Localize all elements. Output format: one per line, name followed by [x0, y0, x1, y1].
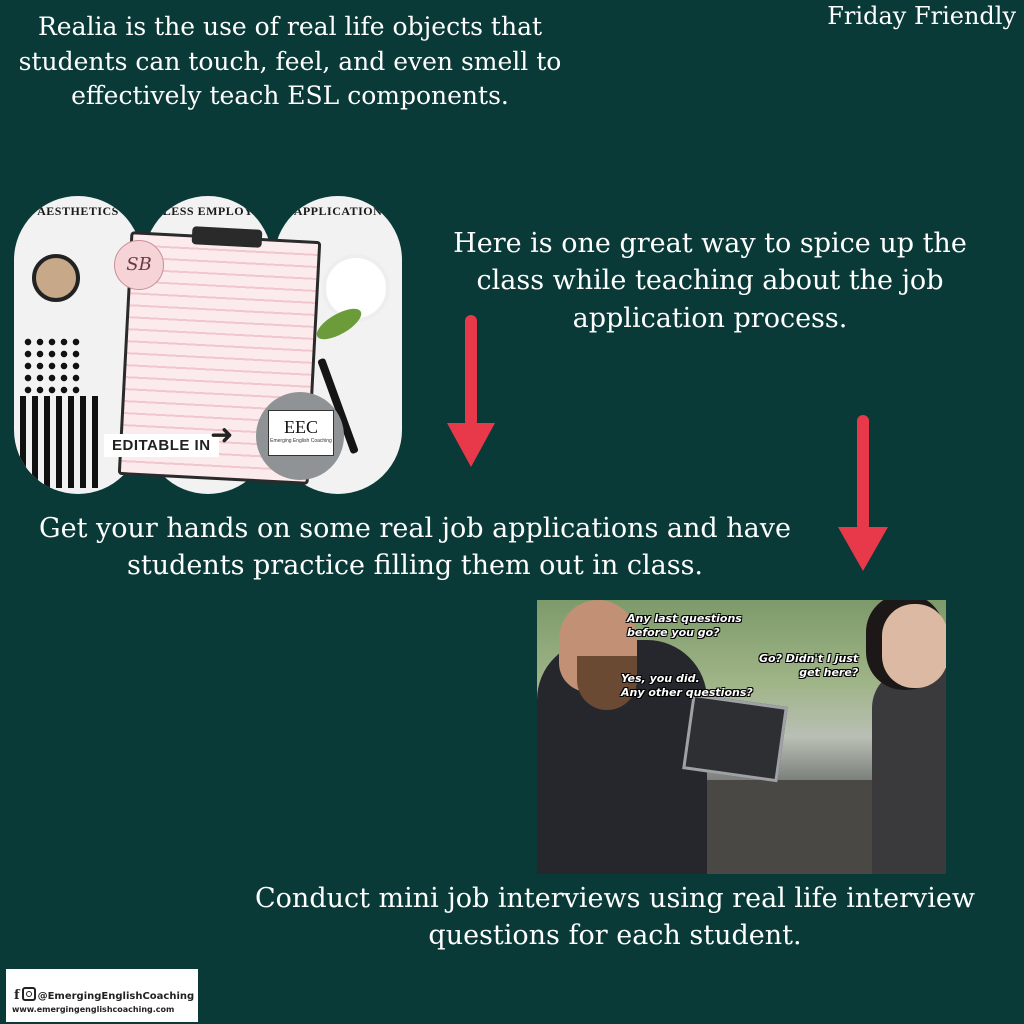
woman-head	[882, 604, 946, 688]
website-link[interactable]: www.emergingenglishcoaching.com	[12, 1005, 175, 1014]
woman-figure	[872, 668, 946, 874]
social-handle: @EmergingEnglishCoaching	[37, 991, 195, 1002]
sb-badge: SB	[114, 240, 164, 290]
arrow-right-icon: ➜	[210, 418, 234, 451]
instagram-icon	[21, 987, 36, 1001]
polka-dot-decoration	[22, 336, 82, 396]
clipboard-clip	[191, 226, 263, 248]
collage-panel-aesthetics: AESTHETICS	[14, 196, 142, 494]
collage-panel-title: APPLICATION	[293, 204, 383, 218]
laptop-icon	[682, 693, 788, 783]
footer-branding: f @EmergingEnglishCoaching www.emergingen…	[6, 969, 198, 1022]
intro-text: Realia is the use of real life objects t…	[18, 12, 562, 110]
striped-decoration	[20, 396, 100, 488]
collage-panel-title: LESS EMPLOY	[162, 204, 254, 218]
meme-caption-2: Go? Didn't I just get here?	[759, 652, 859, 679]
job-application-collage: AESTHETICS LESS EMPLOY APPLICATION SB ED…	[14, 196, 402, 494]
meme-caption-1: Any last questions before you go?	[627, 612, 742, 639]
logo-main: EEC	[284, 417, 318, 437]
social-handle-row[interactable]: f @EmergingEnglishCoaching	[14, 987, 194, 1003]
logo-sub: Emerging English Coaching	[270, 438, 332, 444]
hands-on-text: Get your hands on some real job applicat…	[39, 513, 791, 582]
interview-meme-photo: Any last questions before you go? Go? Di…	[537, 600, 946, 874]
collage-panel-title: AESTHETICS	[37, 204, 119, 218]
facebook-icon: f	[14, 988, 20, 1003]
eec-logo: EEC Emerging English Coaching	[268, 410, 334, 456]
arrow-down-icon	[838, 415, 888, 571]
series-tag: Friday Friendly	[827, 2, 1016, 30]
compact-mirror-icon	[32, 254, 80, 302]
spice-text: Here is one great way to spice up the cl…	[453, 228, 967, 334]
editable-in-label: EDITABLE IN	[104, 434, 219, 457]
arrow-down-icon	[447, 315, 495, 467]
meme-caption-3: Yes, you did. Any other questions?	[621, 672, 753, 699]
interview-text: Conduct mini job interviews using real l…	[255, 883, 975, 952]
man-beard	[577, 656, 637, 710]
